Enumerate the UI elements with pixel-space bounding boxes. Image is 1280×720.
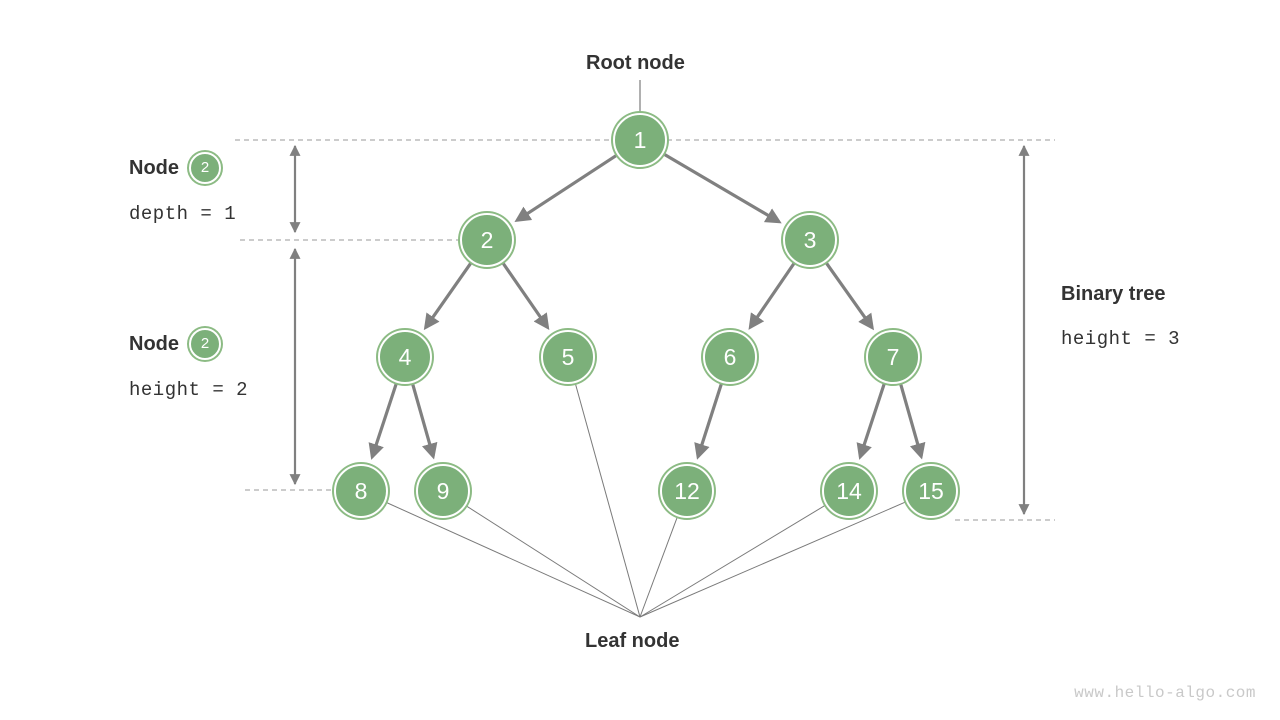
edge-1-to-3	[663, 152, 782, 224]
tree-node-12[interactable]: 12	[660, 464, 714, 518]
tree-node-label: 4	[398, 343, 412, 370]
tree-node-3[interactable]: 3	[783, 213, 837, 267]
tree-node-label: 8	[354, 477, 368, 504]
tree-node-6[interactable]: 6	[703, 330, 757, 384]
annotation-subtext: height = 2	[129, 378, 249, 401]
tree-node-7[interactable]: 7	[866, 330, 920, 384]
leaf-pointer-line-14	[639, 504, 827, 618]
tree-node-label: 1	[633, 126, 647, 153]
tree-node-9[interactable]: 9	[416, 464, 470, 518]
annotation-node-badge-label: 2	[200, 334, 210, 352]
tree-node-label: 9	[436, 477, 450, 504]
edge-7-to-15	[899, 383, 926, 460]
leaf-pointer-line-15	[639, 501, 907, 618]
annotation-subtext: depth = 1	[129, 202, 237, 225]
edge-7-to-14	[856, 383, 886, 460]
annotation-node-badge-label: 2	[200, 158, 210, 176]
guide-lines	[235, 139, 1055, 521]
edge-2-to-5	[501, 262, 550, 331]
measure-arrows	[289, 144, 1030, 516]
annotation-node-badge: 2	[189, 151, 221, 184]
tree-node-14[interactable]: 14	[822, 464, 876, 518]
watermark: www.hello-algo.com	[1074, 684, 1256, 702]
tree-node-label: 7	[886, 343, 900, 370]
edge-4-to-8	[368, 383, 398, 460]
leaf-pointer-line-9	[465, 505, 641, 618]
annotation-node-badge: 2	[189, 327, 221, 360]
edge-4-to-9	[411, 383, 438, 460]
leaf-pointer-lines	[385, 382, 907, 618]
tree-node-4[interactable]: 4	[378, 330, 432, 384]
tree-node-2[interactable]: 2	[460, 213, 514, 267]
edge-3-to-7	[824, 261, 875, 331]
edge-6-to-12	[694, 383, 723, 460]
annotation-subtext: height = 3	[1061, 328, 1181, 350]
tree-node-5[interactable]: 5	[541, 330, 595, 384]
tree-node-label: 12	[674, 477, 700, 504]
tree-node-label: 2	[480, 226, 494, 253]
tree-node-label: 6	[723, 343, 737, 370]
tree-edges	[368, 152, 926, 460]
leaf-pointer-line-8	[385, 501, 641, 618]
tree-node-1[interactable]: 1	[613, 113, 667, 167]
leaf-pointer-line-12	[639, 516, 679, 618]
tree-node-8[interactable]: 8	[334, 464, 388, 518]
root-node-label: Root node	[586, 52, 685, 74]
tree-node-15[interactable]: 15	[904, 464, 958, 518]
edge-3-to-6	[748, 262, 796, 330]
tree-node-label: 5	[561, 343, 575, 370]
leaf-node-label: Leaf node	[585, 630, 680, 652]
tree-node-label: 3	[803, 226, 817, 253]
leaf-pointer-line-5	[574, 382, 641, 618]
tree-node-label: 14	[836, 477, 862, 504]
edge-1-to-2	[514, 153, 618, 223]
tree-node-label: 15	[918, 477, 944, 504]
annotation-tree-height: Binary tree height = 3	[1061, 278, 1180, 350]
edge-2-to-4	[423, 262, 473, 331]
annotation-title: Binary tree	[1061, 283, 1166, 305]
